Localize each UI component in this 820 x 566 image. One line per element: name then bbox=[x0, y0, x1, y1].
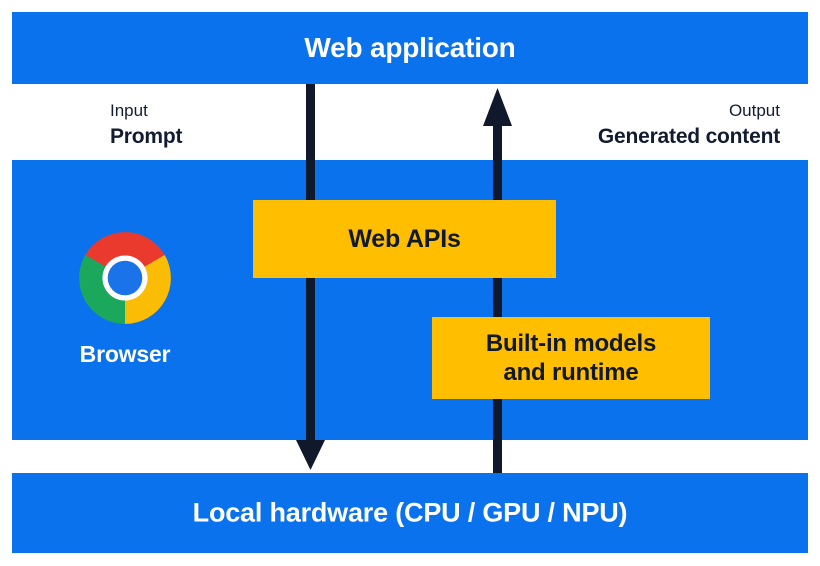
box-web-apis-label: Web APIs bbox=[348, 224, 461, 253]
box-builtin-models[interactable]: Built-in models and runtime bbox=[432, 317, 710, 399]
band-web-application-label: Web application bbox=[304, 32, 516, 63]
box-web-apis[interactable]: Web APIs bbox=[253, 200, 556, 278]
input-flow-value: Prompt bbox=[110, 124, 183, 148]
input-flow-label: Input Prompt bbox=[110, 100, 183, 150]
box-builtin-models-label: Built-in models and runtime bbox=[485, 329, 657, 388]
band-browser-label: Browser bbox=[79, 341, 171, 367]
output-flow-label: Output Generated content bbox=[598, 100, 780, 150]
band-local-hardware: Local hardware (CPU / GPU / NPU) bbox=[12, 473, 808, 553]
band-local-hardware-label: Local hardware (CPU / GPU / NPU) bbox=[192, 497, 628, 528]
chrome-logo-icon bbox=[79, 232, 171, 324]
output-flow-kind: Output bbox=[728, 101, 780, 120]
box-builtin-models-line1: Built-in models bbox=[485, 329, 657, 357]
box-builtin-models-line2: and runtime bbox=[503, 359, 639, 386]
input-flow-kind: Input bbox=[110, 101, 148, 120]
output-flow-value: Generated content bbox=[597, 124, 780, 148]
band-web-application: Web application bbox=[12, 12, 808, 84]
